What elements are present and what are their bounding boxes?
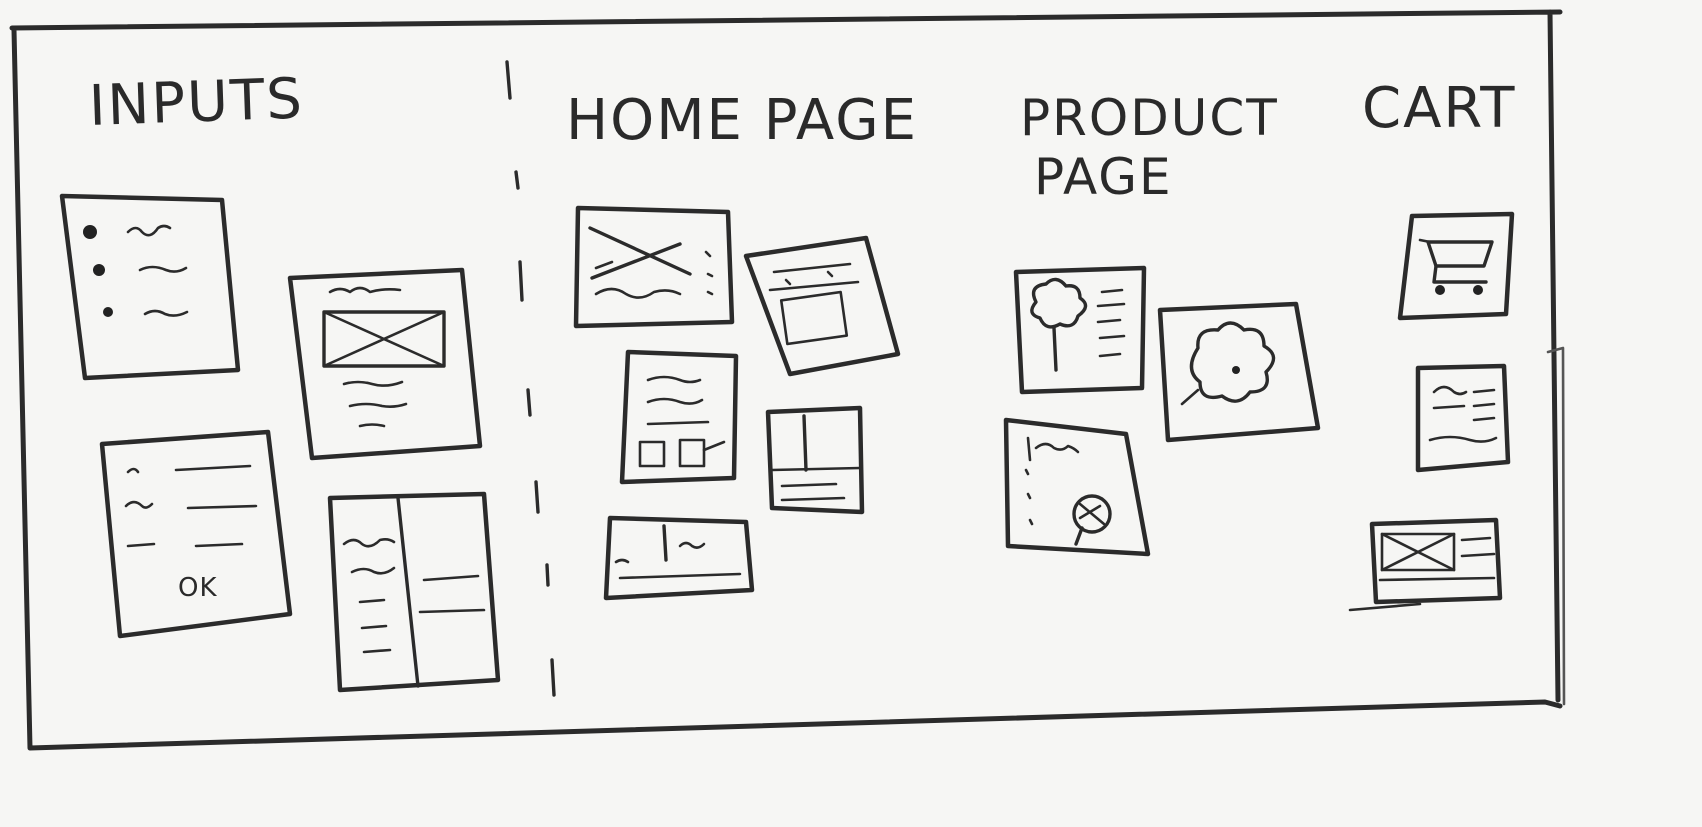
bullet-icon bbox=[103, 307, 113, 317]
cart-summary-card bbox=[1418, 366, 1508, 470]
home-grid-card bbox=[768, 408, 862, 512]
section-divider bbox=[507, 62, 554, 695]
home-hero-card bbox=[576, 208, 732, 326]
product-list-card bbox=[1006, 420, 1148, 554]
flower-icon bbox=[1032, 279, 1086, 370]
inputs-form-card: OK bbox=[102, 432, 290, 636]
form-ok-button: OK bbox=[178, 573, 218, 603]
bullet-icon bbox=[93, 264, 105, 276]
home-article-card bbox=[622, 352, 736, 482]
home-footer-card bbox=[606, 518, 752, 598]
board-frame bbox=[12, 12, 1560, 748]
large-flower-icon bbox=[1182, 323, 1274, 404]
inputs-list-card bbox=[62, 196, 238, 378]
bullet-icon bbox=[83, 225, 97, 239]
cart-checkout-card bbox=[1350, 520, 1500, 610]
product-thumbnail-icon bbox=[1074, 496, 1110, 544]
shopping-cart-icon bbox=[1420, 240, 1492, 295]
inputs-image-card bbox=[290, 270, 480, 458]
cart-card bbox=[1400, 214, 1512, 318]
inputs-two-column-card bbox=[330, 494, 498, 690]
product-image-card bbox=[1160, 304, 1318, 440]
product-detail-card bbox=[1016, 268, 1144, 392]
home-promo-card bbox=[746, 238, 898, 374]
